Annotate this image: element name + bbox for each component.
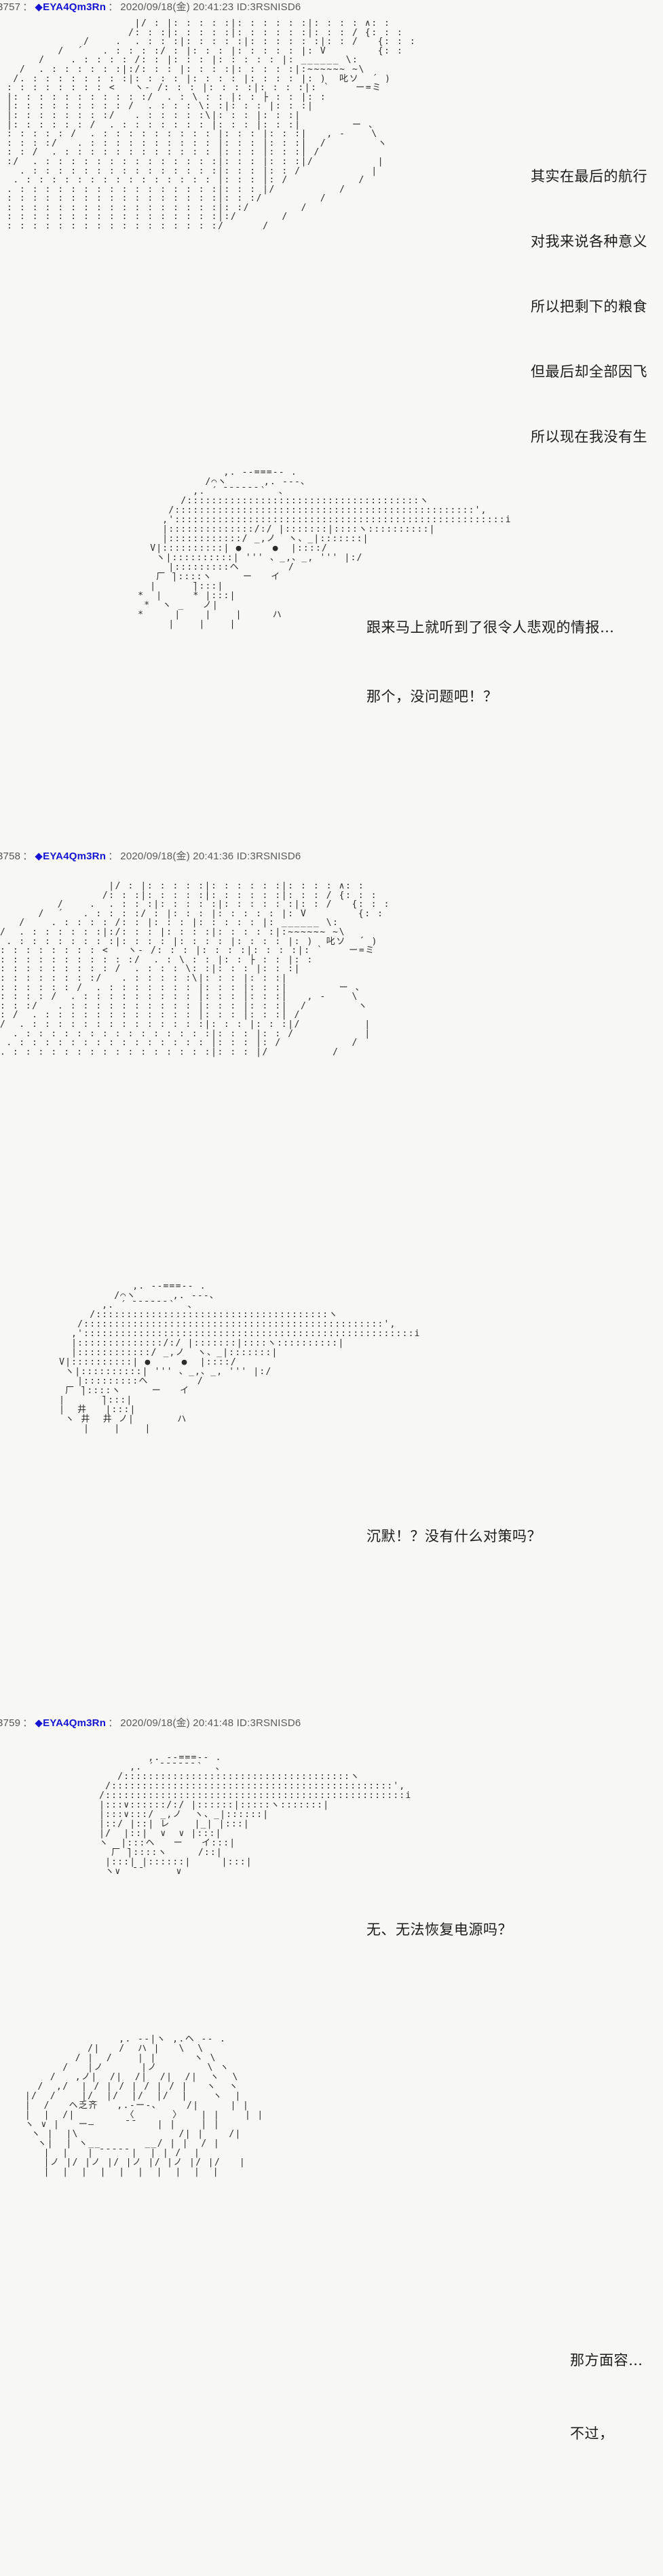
dialogue-line: 其实在最后的航行 [531, 168, 647, 184]
aa-character-face-1: ,. -‐===‐- . /⌒ヽ ,. -‐-、 ,. ´ ̄ ̄ ̄ ̄ ̄ … [138, 467, 512, 629]
trip-diamond-icon: ◆ [35, 1717, 43, 1729]
aa-ship-scene-1: |/ : |: : : : :|: : : : : :|: : : : ∧: :… [7, 18, 417, 232]
dialogue-line: 沉默！？没有什么对策吗？ [366, 1528, 542, 1544]
post-number: 3759 [0, 1717, 21, 1729]
header-separator-2: ： [108, 1717, 119, 1729]
dialogue-block-3: 沉默！？没有什么对策吗？ [366, 1479, 542, 1571]
post-id: ID:3RSNISD6 [236, 1717, 301, 1729]
aa-character-face-4: ,. -‐|ヽ ,.ヘ ‐- . /| / ハ | \ \ / | / | | … [24, 2034, 264, 2177]
post-id: ID:3RSNISD6 [236, 851, 301, 862]
post-header-3759: 3759：◆EYA4Qm3Rn：2020/09/18(金) 20:41:48 I… [0, 1717, 301, 1730]
dialogue-line: 所以把剩下的粮食 [531, 298, 647, 315]
aa-ship-scene-2: |/ : |: : : : :|: : : : : :|: : : : ∧: :… [0, 881, 391, 1057]
header-separator-1: ： [22, 851, 33, 862]
post-date: 2020/09/18(金) 20:41:36 [120, 851, 234, 862]
trip-diamond-icon: ◆ [35, 1, 43, 13]
dialogue-block-4: 无、无法恢复电源吗？ [366, 1872, 512, 1964]
dialogue-line: 不过， [570, 2425, 614, 2442]
dialogue-block-1: 其实在最后的航行 对我来说各种意义 所以把剩下的粮食 但最后却全部因飞 所以现在… [531, 122, 647, 469]
trip-diamond-icon: ◆ [35, 851, 43, 862]
post-id: ID:3RSNISD6 [236, 1, 301, 13]
post-header-3758: 3758：◆EYA4Qm3Rn：2020/09/18(金) 20:41:36 I… [0, 851, 301, 863]
post-tripcode: EYA4Qm3Rn [43, 1717, 107, 1729]
post-date: 2020/09/18(金) 20:41:23 [120, 1, 234, 13]
aa-character-face-2: ,. -‐===‐- . /⌒ヽ ,. -‐-、 ,. ´ ̄ ̄ ̄ ̄ ̄ … [59, 1281, 421, 1434]
post-number: 3758 [0, 851, 21, 862]
dialogue-block-2: 跟来马上就听到了很令人悲观的情报… 那个，没问题吧！？ [366, 570, 615, 731]
post-number: 3757 [0, 1, 21, 13]
dialogue-block-5: 那方面容… 不过， [570, 2299, 643, 2470]
post-tripcode: EYA4Qm3Rn [43, 1, 107, 13]
header-separator-1: ： [22, 1, 33, 13]
header-separator-1: ： [22, 1717, 33, 1729]
dialogue-line: 无、无法恢复电源吗？ [366, 1921, 512, 1938]
post-tripcode: EYA4Qm3Rn [43, 851, 107, 862]
post-date: 2020/09/18(金) 20:41:48 [120, 1717, 234, 1729]
post-header-3757: 3757：◆EYA4Qm3Rn：2020/09/18(金) 20:41:23 I… [0, 1, 301, 14]
dialogue-line: 但最后却全部因飞 [531, 364, 647, 380]
header-separator-2: ： [108, 1, 119, 13]
header-separator-2: ： [108, 851, 119, 862]
dialogue-line: 那个，没问题吧！？ [366, 688, 498, 705]
dialogue-line: 那方面容… [570, 2352, 643, 2368]
aa-character-face-3: ,. -‐===‐- . ,. ´ ̄ ̄ ̄ ̄ ̄ ̄ ` 、 /:::::… [99, 1753, 412, 1877]
dialogue-line: 跟来马上就听到了很令人悲观的情报… [366, 619, 615, 636]
dialogue-line: 对我来说各种意义 [531, 233, 647, 250]
dialogue-line: 所以现在我没有生 [531, 429, 647, 445]
